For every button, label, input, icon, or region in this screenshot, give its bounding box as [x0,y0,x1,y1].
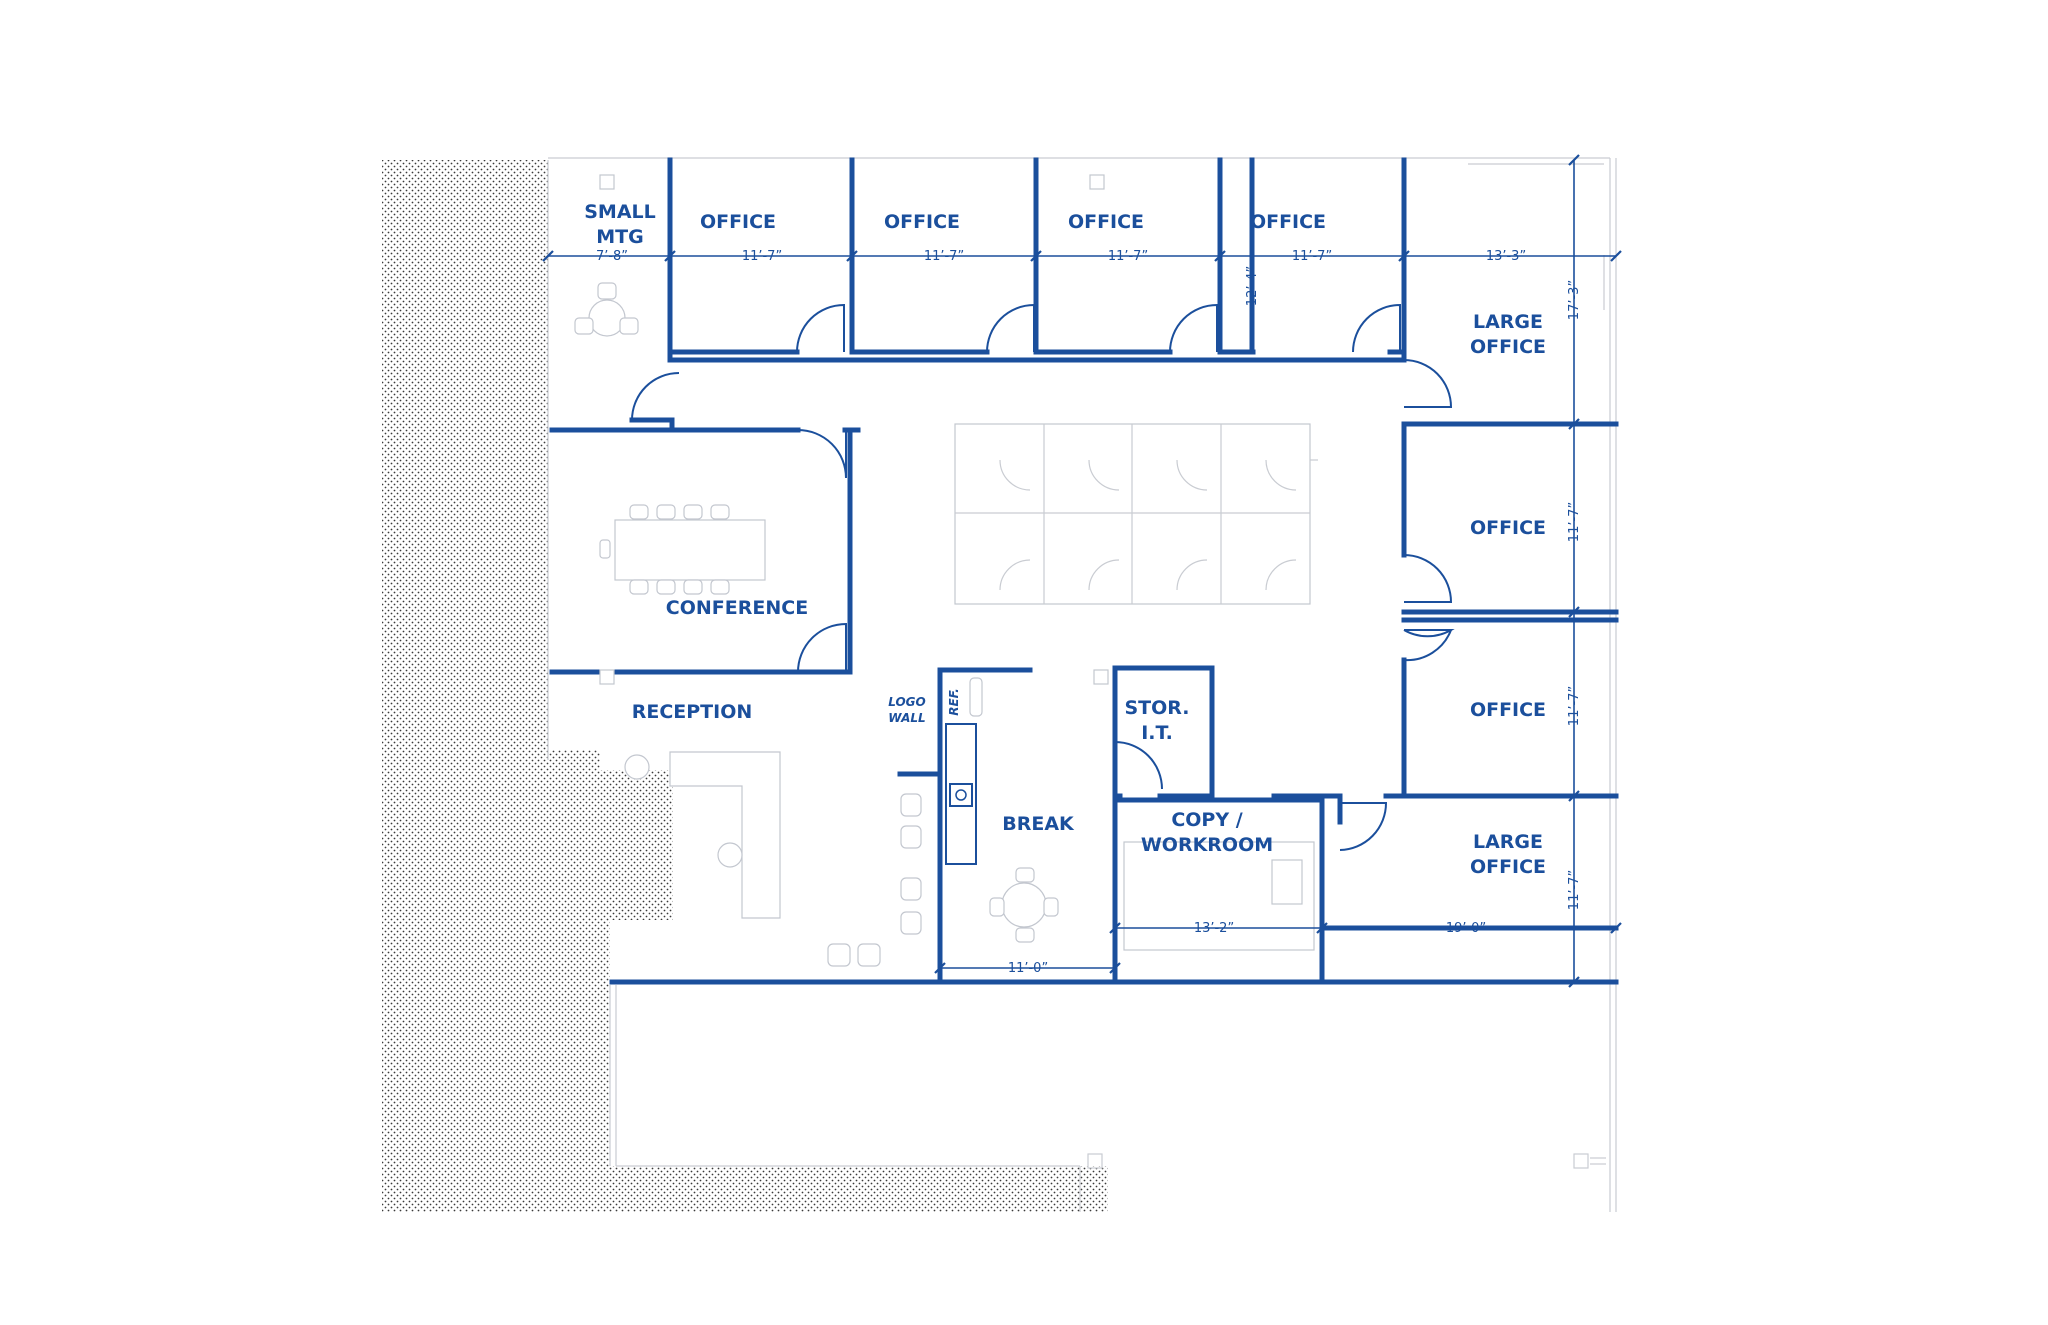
walls [549,157,1619,985]
room-label-break: BREAK [1002,813,1075,835]
room-label-stor-it: STOR.I.T. [1125,697,1190,744]
room-label-office-2: OFFICE [884,211,960,233]
dim-office-2-width: 11’-7” [924,249,964,264]
room-label-copy-workroom: COPY /WORKROOM [1141,809,1273,856]
doors [631,303,1455,851]
dimension-ticks [542,154,1622,988]
exterior-hatch [382,160,1108,1212]
dim-large-office-top-depth: 17’-3” [1567,280,1582,320]
dim-office-right-2-depth: 11’-7” [1567,686,1582,726]
dimension-lines [542,154,1622,988]
dim-office-depth: 12’-4” [1245,266,1260,306]
dim-office-4-width: 11’-7” [1292,249,1332,264]
room-label-office-3: OFFICE [1068,211,1144,233]
room-label-office-right-2: OFFICE [1470,699,1546,721]
furniture [574,174,1318,967]
dim-office-3-width: 11’-7” [1108,249,1148,264]
building-outline [547,157,1617,1212]
room-label-conference: CONFERENCE [666,597,808,619]
dim-large-office-bottom-depth: 11’-7” [1567,870,1582,910]
dim-large-office-top-width: 13’-3” [1486,249,1526,264]
dim-copy-workroom-width: 13’-2” [1194,921,1234,936]
dim-small-mtg-width: 7’-8” [596,249,628,264]
dimension-labels: 7’-8” 11’-7” 11’-7” 11’-7” 11’-7” 13’-3”… [596,249,1582,976]
dim-large-office-bottom-width: 19’-0” [1446,921,1486,936]
room-label-office-1: OFFICE [700,211,776,233]
room-label-office-4: OFFICE [1250,211,1326,233]
dim-office-right-1-depth: 11’-7” [1567,502,1582,542]
room-label-office-right-1: OFFICE [1470,517,1546,539]
dim-office-1-width: 11’-7” [742,249,782,264]
room-label-reception: RECEPTION [632,701,753,723]
dim-break-width: 11’-0” [1008,961,1048,976]
refrigerator-label: REF. [947,688,961,716]
